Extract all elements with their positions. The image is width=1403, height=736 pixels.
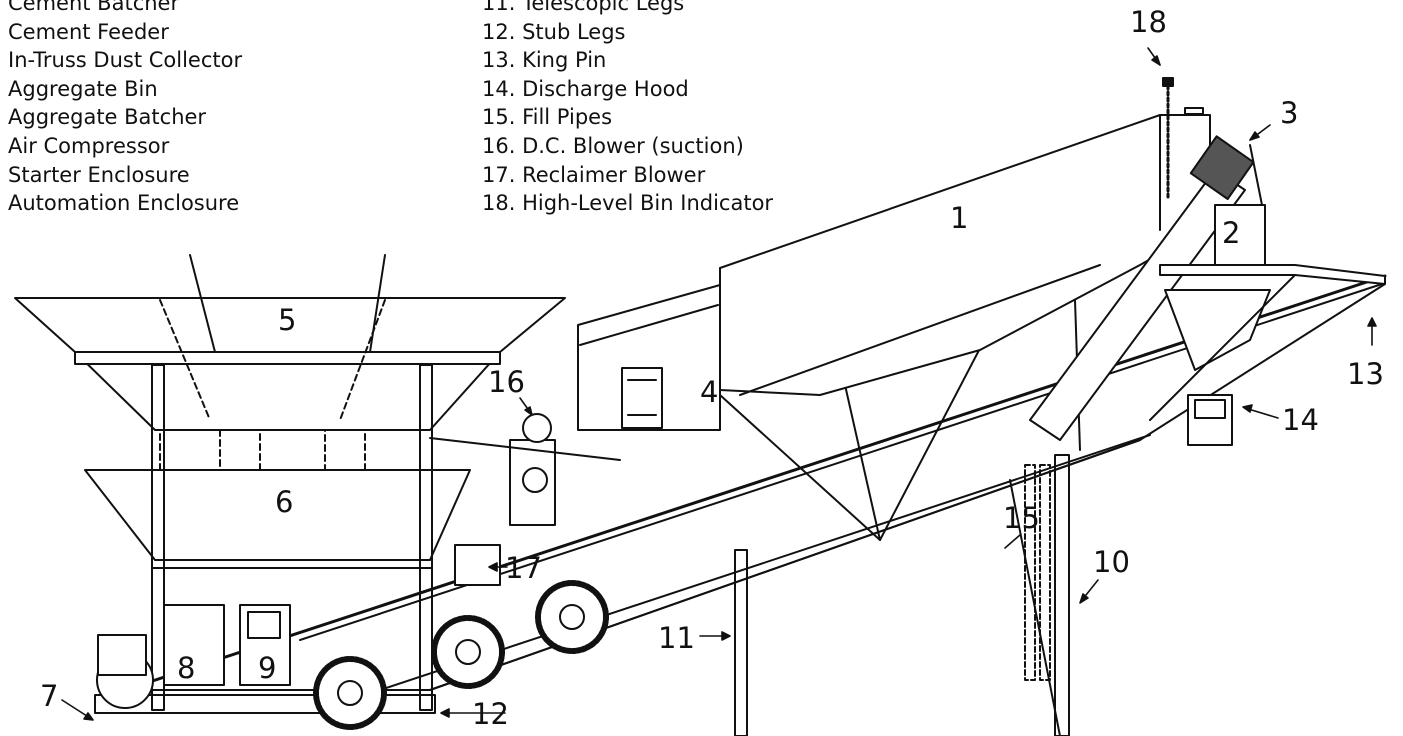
callout-18: 18 — [1130, 5, 1167, 39]
callout-4: 4 — [700, 375, 718, 409]
callout-1: 1 — [950, 201, 968, 235]
enclosures — [163, 604, 291, 686]
callout-11: 11 — [658, 621, 695, 655]
wheels — [313, 580, 609, 730]
callout-15: 15 — [1003, 501, 1040, 535]
legend-right-column: 11. Telescopic Legs 12. Stub Legs 13. Ki… — [482, 0, 773, 218]
callout-13: 13 — [1347, 357, 1384, 391]
callout-9: 9 — [258, 651, 276, 685]
legend-item: 15. Fill Pipes — [482, 105, 613, 130]
callout-labels: 1 2 3 4 5 6 7 8 9 10 11 12 13 14 15 16 1… — [40, 5, 1384, 731]
callout-12: 12 — [472, 697, 509, 731]
callout-7: 7 — [40, 679, 58, 713]
high-level-bin-indicator — [1162, 77, 1174, 202]
legend-item: 18. High-Level Bin Indicator — [482, 191, 774, 216]
legend-item: 17. Reclaimer Blower — [482, 162, 706, 187]
callout-17: 17 — [505, 551, 542, 585]
callout-3: 3 — [1280, 96, 1298, 130]
legend-item: Air Compressor — [8, 133, 170, 158]
legend-item: Aggregate Bin — [8, 76, 158, 101]
aggregate-frame — [94, 364, 436, 714]
callout-16: 16 — [488, 365, 525, 399]
callout-14: 14 — [1282, 403, 1319, 437]
callout-2: 2 — [1222, 216, 1240, 250]
cement-batcher — [719, 107, 1211, 396]
legend-item: Automation Enclosure — [8, 191, 240, 216]
callout-6: 6 — [275, 485, 293, 519]
telescopic-legs — [734, 454, 1070, 736]
legend-item: 16. D.C. Blower (suction) — [482, 133, 744, 158]
discharge-hood — [1187, 394, 1233, 446]
in-truss-dust-collector — [577, 284, 721, 431]
legend-item: 13. King Pin — [482, 48, 607, 73]
legend-item: In-Truss Dust Collector — [8, 48, 243, 73]
legend-item: 12. Stub Legs — [482, 19, 626, 44]
legend-item: Cement Batcher — [8, 0, 180, 15]
air-compressor — [96, 634, 154, 709]
legend-item: Aggregate Batcher — [8, 105, 207, 130]
callout-arrows — [61, 47, 1377, 721]
legend-item: 11. Telescopic Legs — [482, 0, 685, 15]
legend-left-column: Cement Batcher Cement Feeder In-Truss Du… — [8, 0, 242, 218]
callout-8: 8 — [177, 651, 195, 685]
aggregate-batcher — [84, 429, 471, 561]
legend-item: Cement Feeder — [8, 19, 169, 44]
dc-blower — [429, 413, 621, 526]
callout-10: 10 — [1093, 545, 1130, 579]
aggregate-bin — [14, 254, 566, 431]
callout-5: 5 — [278, 303, 296, 337]
legend-item: Starter Enclosure — [8, 162, 190, 187]
king-pin-arm — [1149, 264, 1386, 421]
legend-item: 14. Discharge Hood — [482, 76, 689, 101]
